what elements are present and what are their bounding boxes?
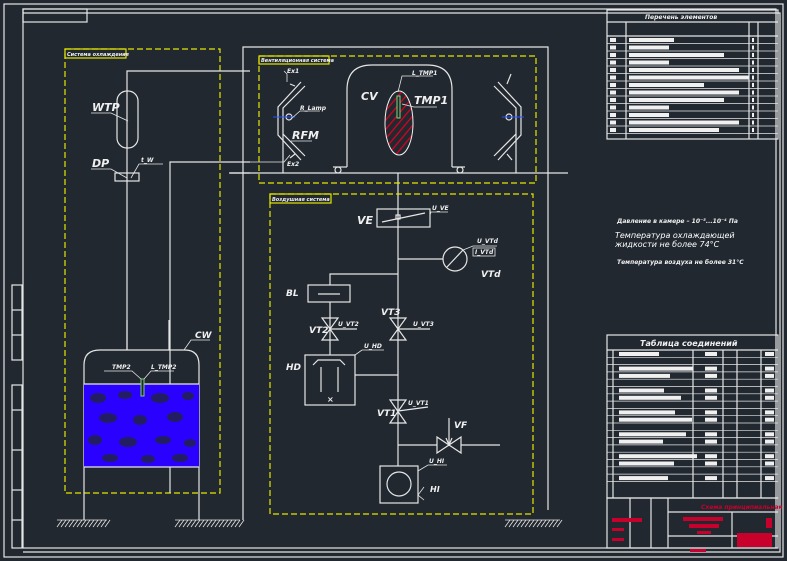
vt3-valve xyxy=(388,317,430,341)
exhaust-2-label: Ex2 xyxy=(287,161,299,168)
tmp1-label: TMP1 xyxy=(414,94,448,107)
cw-label: CW xyxy=(195,331,213,341)
table-cell xyxy=(629,90,739,95)
rfm-lamp-right xyxy=(493,73,522,173)
table-cell xyxy=(629,113,669,117)
table-cell xyxy=(629,60,669,65)
table-cell xyxy=(629,128,719,132)
ve-tag: U_VE xyxy=(432,205,450,212)
table-cell xyxy=(629,83,704,87)
note-coolant-temp: Температура охлаждающей жидкости не боле… xyxy=(615,231,735,249)
elements-table-title: Перечень элементов xyxy=(645,14,717,21)
table-cell xyxy=(619,432,686,437)
dp-label: DP xyxy=(92,157,109,170)
connections-table: Таблица соединений xyxy=(606,334,779,499)
cv-label: CV xyxy=(361,90,379,103)
bl-unit xyxy=(307,284,351,303)
cooling-zone-title: Система охлаждения xyxy=(67,52,130,58)
hi-label: HI xyxy=(430,485,440,494)
table-cell xyxy=(619,476,668,481)
dp-tag: t_W xyxy=(141,157,154,164)
cooling-zone xyxy=(64,48,221,494)
svg-text:×: × xyxy=(327,395,334,404)
vt3-label: VT3 xyxy=(381,308,400,318)
table-cell xyxy=(619,373,670,378)
table-cell xyxy=(619,439,663,444)
hd-unit xyxy=(304,354,356,406)
table-cell xyxy=(619,388,664,393)
outer-border xyxy=(3,3,784,558)
vt1-tag: U_VT1 xyxy=(408,400,429,407)
connections-table-title: Таблица соединений xyxy=(640,338,738,348)
note-air-temp: Температура воздуха не более 31°С xyxy=(617,259,744,266)
tmp1-sample xyxy=(384,90,414,156)
tmp1-tag: L_TMP1 xyxy=(412,70,437,77)
table-cell xyxy=(619,417,692,422)
ve-valve xyxy=(376,208,431,228)
table-cell xyxy=(619,352,659,356)
vt2-valve xyxy=(320,317,357,341)
table-cell xyxy=(619,461,674,466)
table-cell xyxy=(619,410,675,415)
rfm-tag: R_Lamp xyxy=(300,105,327,112)
table-cell xyxy=(629,53,724,57)
cw-vessel xyxy=(83,349,200,467)
drawing-title: Схема принципиальная xyxy=(701,504,783,511)
rfm-label: RFM xyxy=(292,129,319,142)
vtd-tag-1: U_VTd xyxy=(477,238,499,245)
table-cell xyxy=(619,454,697,459)
hd-tag: U_HD xyxy=(364,343,382,350)
exhaust-1-label: Ex1 xyxy=(287,68,299,75)
elements-table: Перечень элементов xyxy=(606,9,779,140)
vt2-label: VT2 xyxy=(309,326,328,336)
wtp-label: WTP xyxy=(92,101,120,114)
hd-label: HD xyxy=(286,363,302,373)
bl-label: BL xyxy=(286,289,299,299)
ventilation-zone-title: Вентиляционная система xyxy=(261,58,335,64)
hi-tag: U_HI xyxy=(429,458,445,465)
table-cell xyxy=(629,38,674,42)
dp-sensor xyxy=(114,172,140,182)
table-cell xyxy=(629,120,739,125)
tmp2-label: TMP2 xyxy=(112,364,131,371)
vt2-tag: U_VT2 xyxy=(338,321,359,328)
table-cell xyxy=(629,75,749,80)
table-cell xyxy=(629,98,724,102)
wtp-tank xyxy=(116,90,139,149)
table-cell xyxy=(619,366,693,371)
air-zone-title: Воздушная система xyxy=(272,197,330,203)
drawing-frame xyxy=(22,8,777,549)
vt1-valve xyxy=(388,399,429,424)
table-cell xyxy=(619,395,681,400)
vf-valve xyxy=(436,418,462,455)
hi-pump xyxy=(379,465,419,504)
vt1-label: VT1 xyxy=(377,409,396,419)
ve-label: VE xyxy=(357,214,374,227)
tmp2-tag: L_TMP2 xyxy=(151,364,176,371)
table-cell xyxy=(629,105,669,110)
air-zone xyxy=(269,193,534,515)
vtd-tag-2: I_VTd xyxy=(475,249,494,256)
cv-chamber xyxy=(346,64,453,167)
stamp-box xyxy=(22,8,88,23)
ventilation-zone xyxy=(258,55,537,184)
title-block: Схема принципиальная xyxy=(606,497,783,552)
table-cell xyxy=(629,45,669,50)
vt3-tag: U_VT3 xyxy=(413,321,434,328)
vtd-label: VTd xyxy=(481,270,501,280)
vf-label: VF xyxy=(454,421,468,431)
note-pressure: Давление в камере – 10⁻⁵...10⁻⁴ Па xyxy=(616,218,738,225)
table-cell xyxy=(629,68,739,72)
vtd-gauge xyxy=(442,246,468,272)
